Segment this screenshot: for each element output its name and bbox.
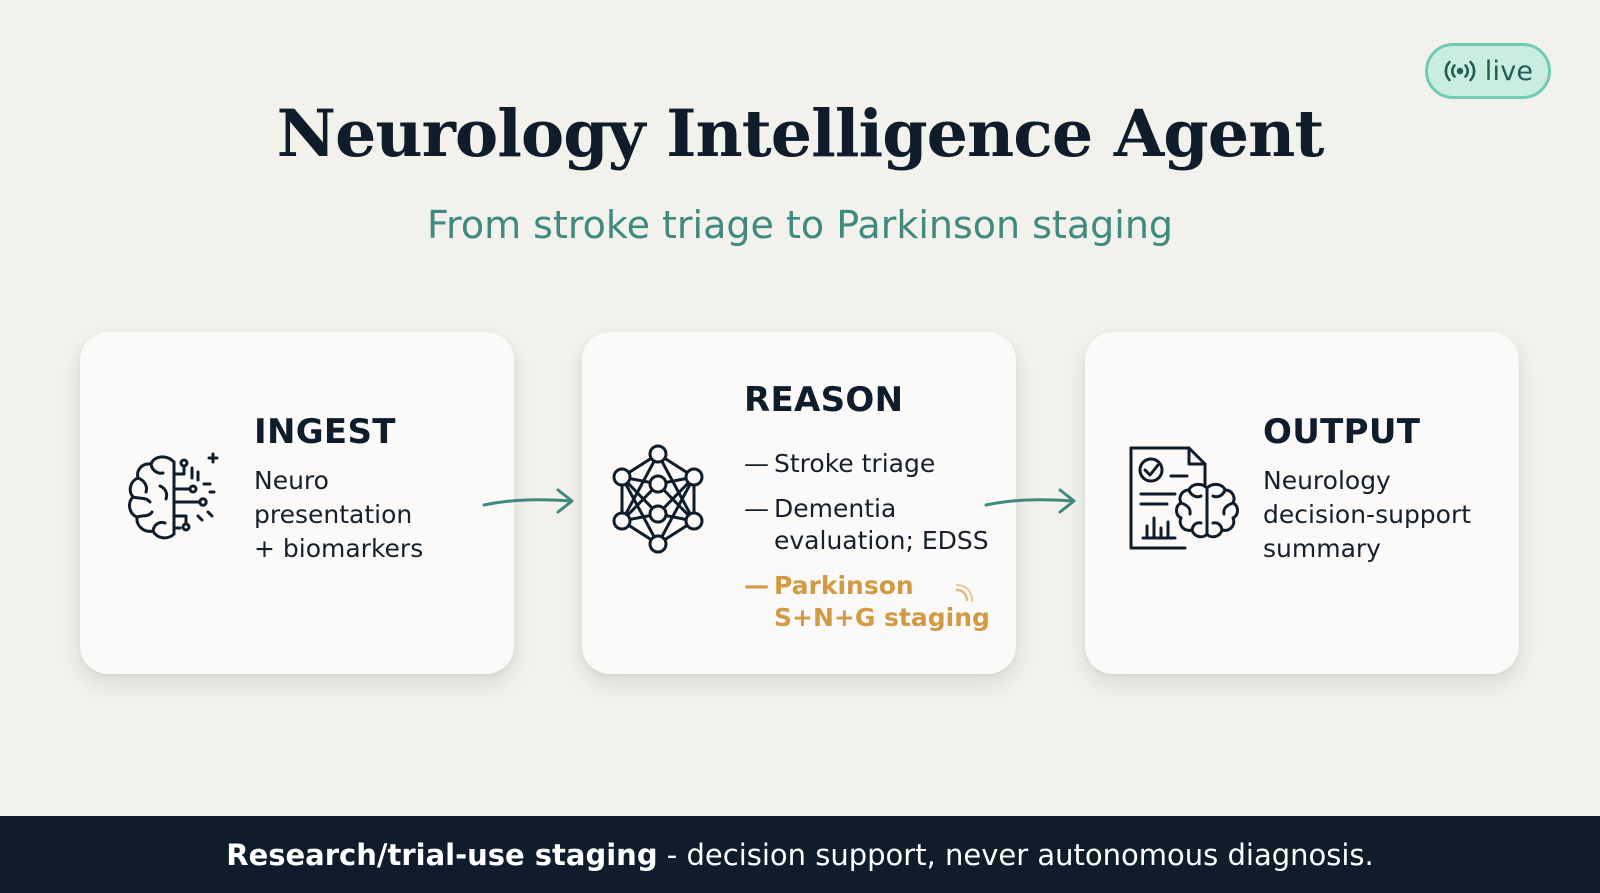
signal-arc-icon <box>955 584 974 602</box>
list-dash: — <box>744 571 769 600</box>
ingest-line-3: + biomarkers <box>254 534 424 563</box>
output-description: Neurology decision-support summary <box>1263 464 1471 566</box>
reason-item-text: Stroke triage <box>774 449 936 478</box>
neural-network-icon <box>612 444 704 554</box>
ingest-heading: INGEST <box>254 412 396 452</box>
reason-item-text: Parkinson S+N+G staging <box>774 571 990 632</box>
reason-item-stroke-triage: — Stroke triage <box>744 448 1014 480</box>
ingest-line-1: Neuro <box>254 466 329 495</box>
reason-task-list: — Stroke triage — Dementia evaluation; E… <box>744 448 1014 647</box>
ingest-description: Neuro presentation + biomarkers <box>254 464 423 566</box>
output-line-2: decision-support <box>1263 500 1472 529</box>
output-heading: OUTPUT <box>1263 412 1421 452</box>
output-line-1: Neurology <box>1263 466 1391 495</box>
reason-card: REASON — Stroke triage — Dementia evalua… <box>582 332 1016 674</box>
disclaimer-emphasis: Research/trial-use staging <box>226 837 658 872</box>
ingest-card: INGEST Neuro presentation + biomarkers <box>80 332 514 674</box>
page-title: Neurology Intelligence Agent <box>276 96 1325 172</box>
list-dash: — <box>744 494 769 523</box>
reason-heading: REASON <box>744 380 904 420</box>
live-label: live <box>1484 55 1534 87</box>
ingest-line-2: presentation <box>254 500 413 529</box>
reason-item-dementia-evaluation: — Dementia evaluation; EDSS <box>744 493 1014 557</box>
output-card: OUTPUT Neurology decision-support summar… <box>1085 332 1519 674</box>
reason-item-text: Dementia evaluation; EDSS <box>774 494 989 555</box>
flow-arrow-reason-to-output <box>984 488 1076 514</box>
disclaimer-footer: Research/trial-use staging - decision su… <box>0 816 1600 893</box>
broadcast-icon <box>1444 60 1476 82</box>
brain-circuit-icon <box>128 452 219 540</box>
live-status-badge: live <box>1425 43 1551 99</box>
list-dash: — <box>744 449 769 478</box>
page-subtitle: From stroke triage to Parkinson staging <box>426 203 1174 247</box>
output-line-3: summary <box>1263 534 1381 563</box>
flow-arrow-ingest-to-reason <box>482 488 574 514</box>
report-brain-icon <box>1129 446 1239 550</box>
reason-item-parkinson-staging: — Parkinson S+N+G staging <box>744 570 1014 634</box>
disclaimer-text: - decision support, never autonomous dia… <box>657 837 1374 872</box>
